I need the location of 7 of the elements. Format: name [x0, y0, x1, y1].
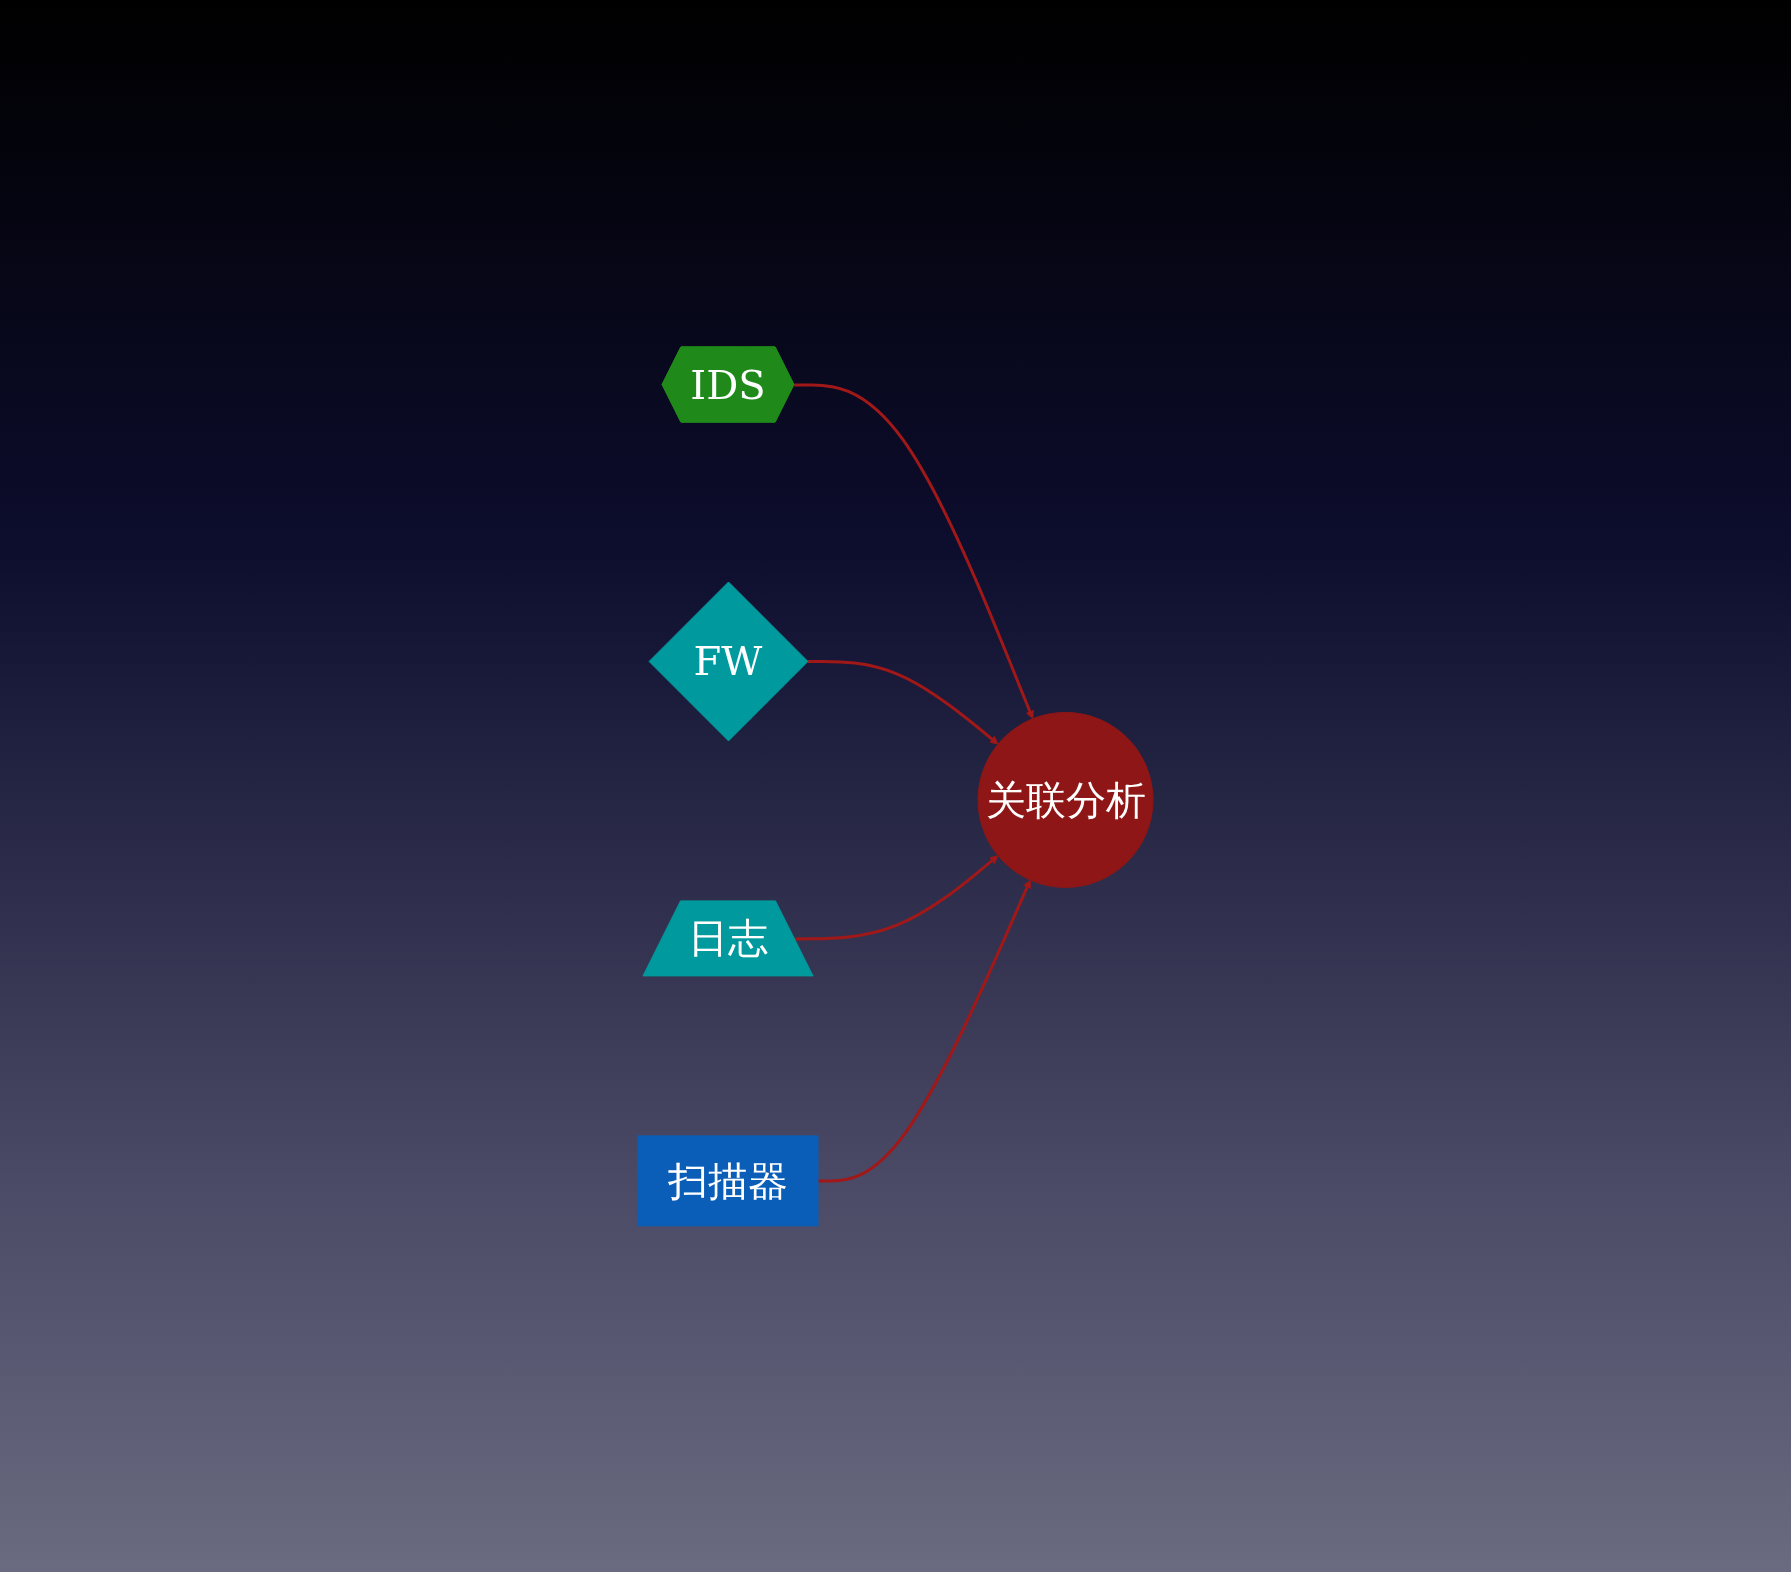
node-circle: 关联分析	[977, 711, 1154, 888]
arrow	[807, 659, 999, 745]
arrow	[818, 879, 1032, 1182]
arrow	[794, 854, 999, 940]
node-box: 扫描器	[637, 1134, 819, 1226]
arrow	[794, 383, 1034, 719]
node-diamond: FW	[648, 581, 809, 741]
